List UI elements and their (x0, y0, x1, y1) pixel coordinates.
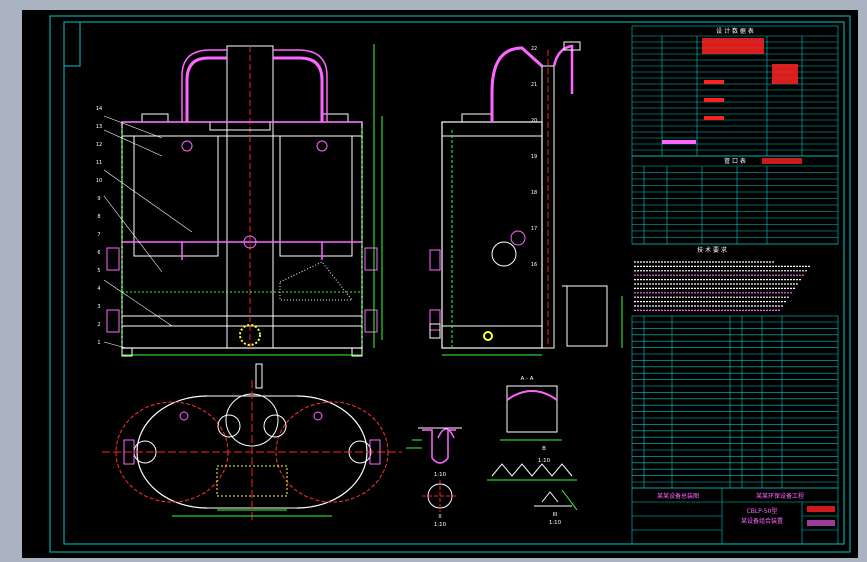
outer-border (49, 15, 851, 553)
svg-text:14: 14 (96, 106, 102, 112)
right-tables (631, 25, 839, 545)
part-balloon: 10 (96, 178, 102, 184)
nozzle-table-title: 管 口 表 (724, 157, 746, 165)
part-balloon: 19 (531, 154, 537, 160)
table-titles: 设 计 数 据 表 管 口 表 技 术 要 求 (697, 27, 754, 254)
part-balloon: 9 (97, 196, 100, 202)
section-ii-label: II (438, 514, 442, 520)
part-balloon: 2 (97, 322, 100, 328)
section-b-scale: 1:10 (538, 458, 551, 464)
svg-text:8: 8 (97, 214, 100, 220)
part-balloon: 7 (97, 232, 100, 238)
part-balloon: 11 (96, 160, 102, 166)
tech-req-title: 技 术 要 求 (697, 246, 727, 254)
design-table-highlights (662, 38, 802, 164)
section-b-label: B (542, 446, 546, 452)
title-block-marks (807, 506, 835, 526)
detail-labels: A - A B 1:10 II 1:10 III 1:10 1:10 (434, 376, 562, 528)
svg-text:5: 5 (97, 268, 100, 274)
part-balloon: 5 (97, 268, 100, 274)
title-desc: 某设备组合装置 (741, 517, 783, 525)
part-balloon: 22 (531, 46, 537, 52)
detail-views (406, 385, 578, 512)
section-aa-label: A - A (520, 376, 533, 382)
svg-text:7: 7 (97, 232, 100, 238)
section-iii-scale: 1:10 (549, 520, 562, 526)
part-balloon: 20 (531, 118, 537, 124)
part-balloon: 13 (96, 124, 102, 130)
title-block: 某某设备总装图 某某环保设备工程 CBLP-50型 某设备组合装置 (657, 492, 804, 525)
svg-text:3: 3 (97, 304, 100, 310)
part-balloon: 18 (531, 190, 537, 196)
svg-text:9: 9 (97, 196, 100, 202)
part-balloon: 14 (96, 106, 102, 112)
title-company: 某某环保设备工程 (756, 492, 804, 500)
left-balloon-labels: 14 13 12 11 10 9 8 7 6 5 4 3 2 1 (96, 106, 102, 346)
svg-text:19: 19 (531, 154, 537, 160)
tech-requirements (634, 261, 811, 311)
svg-text:16: 16 (531, 262, 537, 268)
svg-text:20: 20 (531, 118, 537, 124)
part-balloon: 16 (531, 262, 537, 268)
svg-text:2: 2 (97, 322, 100, 328)
side-view (429, 41, 623, 356)
svg-text:12: 12 (96, 142, 102, 148)
part-balloon: 12 (96, 142, 102, 148)
design-data-title: 设 计 数 据 表 (716, 27, 754, 35)
part-balloon: 17 (531, 226, 537, 232)
inner-border (63, 21, 845, 545)
svg-text:17: 17 (531, 226, 537, 232)
svg-text:11: 11 (96, 160, 102, 166)
part-balloon: 21 (531, 82, 537, 88)
svg-text:18: 18 (531, 190, 537, 196)
rotated-stamp-box (63, 21, 81, 67)
section-iii-label: III (553, 512, 558, 518)
plan-view (102, 363, 402, 522)
svg-text:21: 21 (531, 82, 537, 88)
section-ii-scale: 1:10 (434, 522, 447, 528)
part-balloon: 3 (97, 304, 100, 310)
part-balloon: 8 (97, 214, 100, 220)
front-view (103, 44, 383, 357)
part-balloon: 4 (97, 286, 100, 292)
svg-text:1: 1 (97, 340, 100, 346)
part-balloon: 1 (97, 340, 100, 346)
svg-text:4: 4 (97, 286, 100, 292)
part-balloon: 6 (97, 250, 100, 256)
svg-text:10: 10 (96, 178, 102, 184)
svg-text:13: 13 (96, 124, 102, 130)
svg-text:6: 6 (97, 250, 100, 256)
title-main: 某某设备总装图 (657, 492, 699, 500)
side-balloon-labels: 22 21 20 19 18 17 16 (531, 46, 537, 268)
svg-text:22: 22 (531, 46, 537, 52)
title-model: CBLP-50型 (747, 507, 778, 515)
detail-i-scale: 1:10 (434, 472, 447, 478)
